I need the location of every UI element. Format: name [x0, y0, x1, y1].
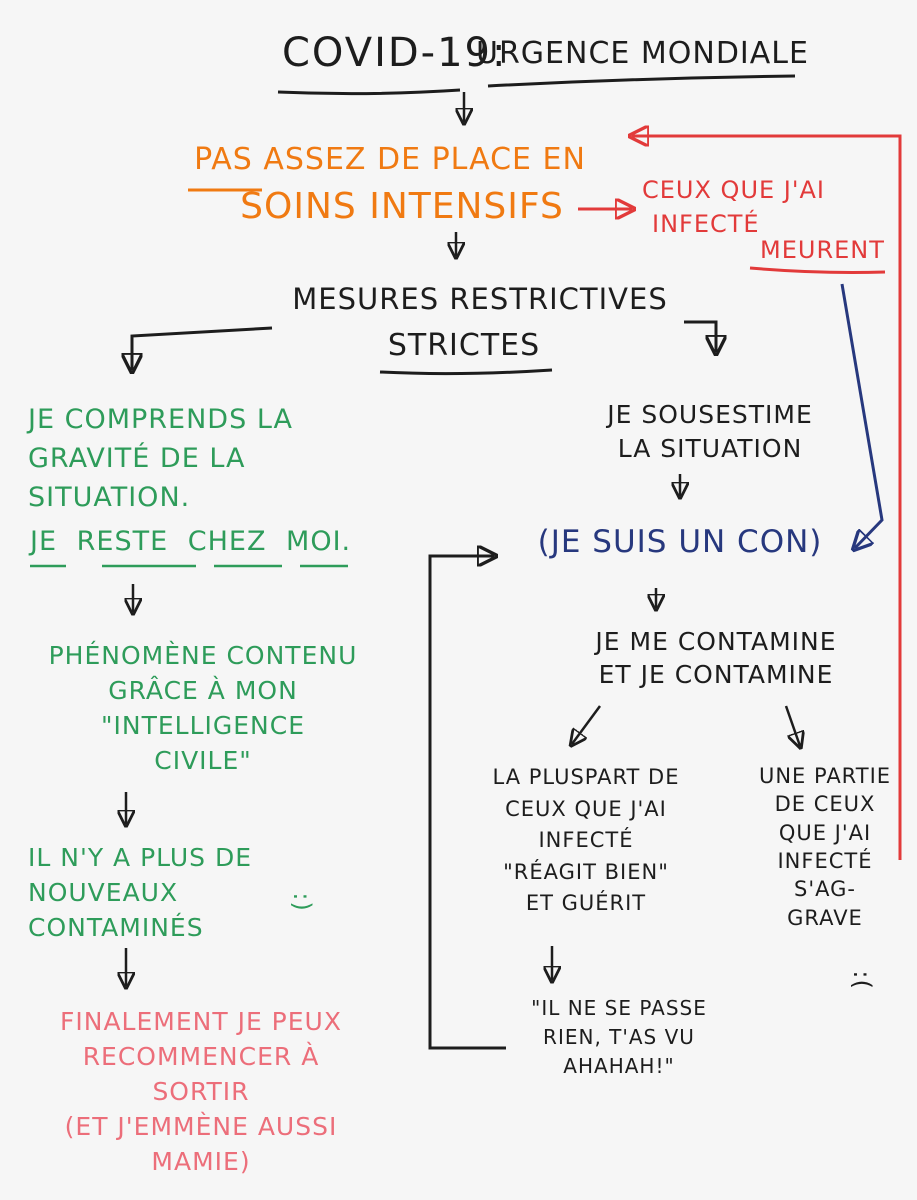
node-reste-chez-moi: JE RESTE CHEZ MOI. — [30, 526, 351, 557]
node-contamine: JE ME CONTAMINE ET JE CONTAMINE — [595, 627, 837, 689]
node-plus: IL N'Y A PLUS DE NOUVEAUX CONTAMINÉS — [28, 843, 253, 942]
red-feedback-loop — [632, 136, 902, 860]
node-phenomene: PHÉNOMÈNE CONTENU GRÂCE À MON "INTELLIGE… — [48, 641, 358, 775]
arrow-mesures-to-left — [132, 326, 273, 370]
node-finalement: FINALEMENT JE PEUX RECOMMENCER À SORTIR … — [60, 1007, 342, 1176]
word-je: JE — [30, 526, 58, 557]
node-mesures-line2: STRICTES — [387, 328, 541, 363]
node-rien: "IL NE SE PASSE RIEN, T'AS VU AHAHAH!" — [531, 996, 707, 1078]
node-con: (JE SUIS UN CON) — [537, 524, 823, 560]
node-meurent-line3: MEURENT — [760, 236, 885, 264]
node-soins-line2: SOINS INTENSIFS — [240, 186, 564, 227]
blue-arrow-meurent-to-con — [840, 283, 884, 548]
word-chez: CHEZ — [187, 526, 267, 557]
title-right: URGENCE MONDIALE — [476, 36, 809, 71]
node-meurent-line2: INFECTÉ — [652, 210, 760, 238]
node-meurent-line1: CEUX QUE J'AI — [642, 176, 825, 204]
node-mesures-line1: MESURES RESTRICTIVES — [292, 282, 668, 316]
title-underline — [277, 74, 796, 96]
word-reste: RESTE — [76, 526, 169, 557]
title-left: COVID-19: — [282, 30, 508, 76]
node-plupart: LA PLUSPART DE CEUX QUE J'AI INFECTÉ "RÉ… — [492, 765, 680, 915]
arrow-contamine-to-partie — [784, 705, 800, 746]
black-feedback-loop — [428, 556, 506, 1050]
strictes-underline — [379, 368, 553, 376]
word-moi: MOI. — [286, 526, 352, 557]
node-comprends: JE COMPRENDS LA GRAVITÉ DE LA SITUATION. — [28, 404, 293, 514]
meurent-underline — [749, 266, 886, 274]
node-soins-line1: PAS ASSEZ DE PLACE EN — [194, 142, 586, 177]
node-sousestime: JE SOUSESTIME LA SITUATION — [607, 400, 813, 463]
arrow-contamine-to-plupart — [572, 705, 602, 744]
smiley-icon: :) — [287, 892, 316, 912]
arrow-mesures-to-right — [684, 320, 716, 352]
node-partie: UNE PARTIE DE CEUX QUE J'AI INFECTÉ S'AG… — [758, 764, 892, 930]
sad-face-icon: :( — [847, 970, 876, 990]
